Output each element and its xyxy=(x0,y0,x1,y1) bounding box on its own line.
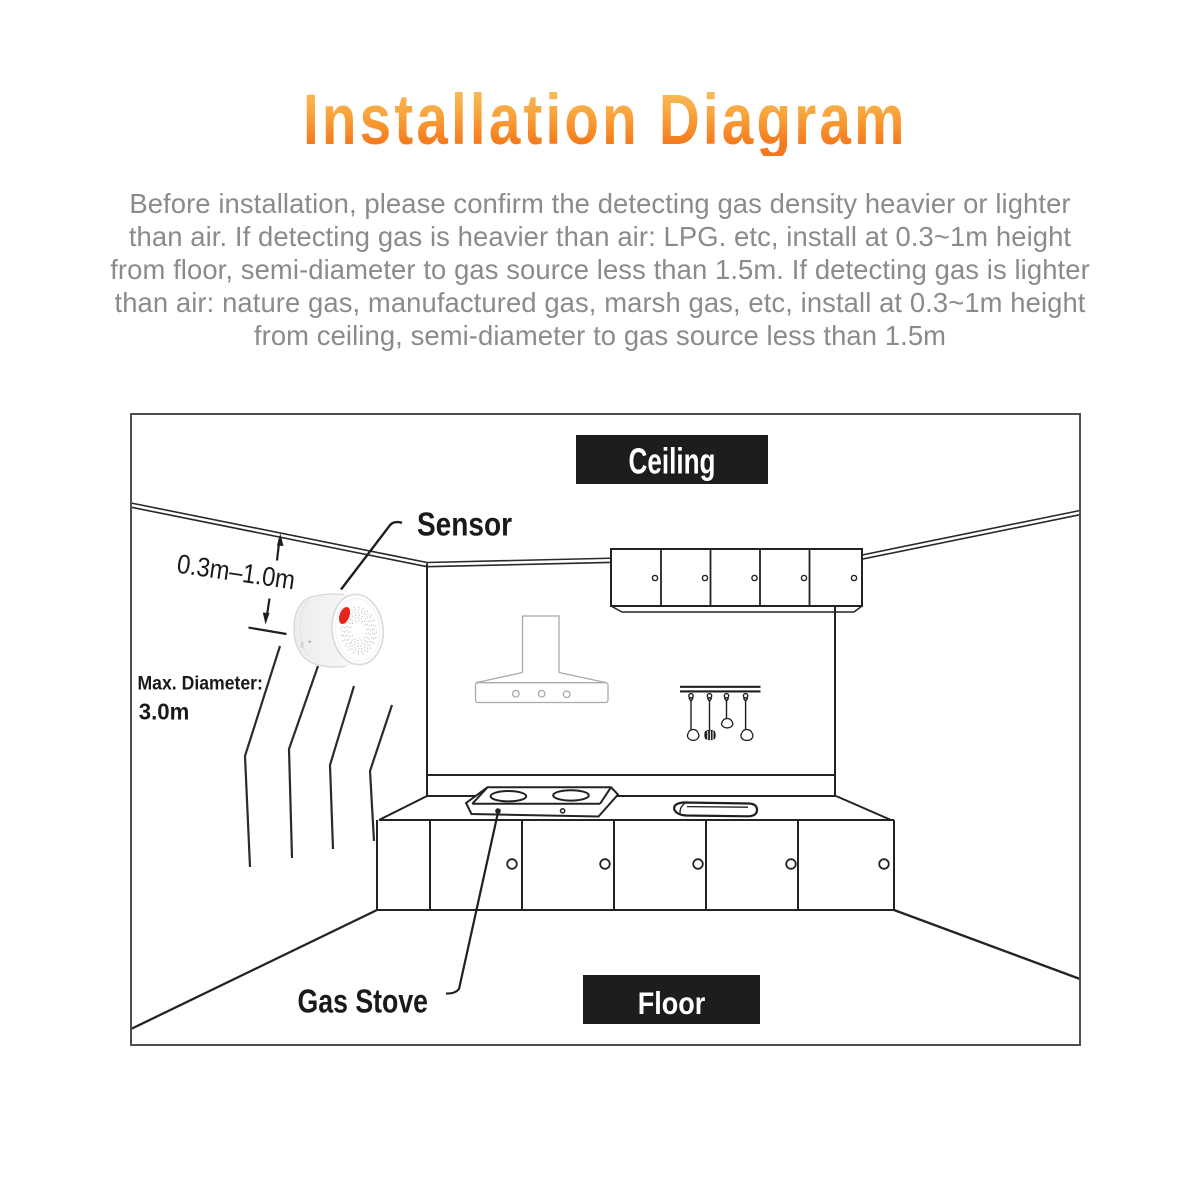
svg-text:Sensor: Sensor xyxy=(417,506,512,543)
svg-text:Ceiling: Ceiling xyxy=(629,441,716,481)
svg-text:Gas Stove: Gas Stove xyxy=(298,984,429,1020)
svg-text:Max. Diameter:: Max. Diameter: xyxy=(138,671,263,693)
svg-text:Floor: Floor xyxy=(638,986,705,1021)
svg-text:3.0m: 3.0m xyxy=(139,698,190,725)
svg-text:0.3m–1.0m: 0.3m–1.0m xyxy=(175,549,297,595)
svg-text:uv: uv xyxy=(299,641,306,648)
